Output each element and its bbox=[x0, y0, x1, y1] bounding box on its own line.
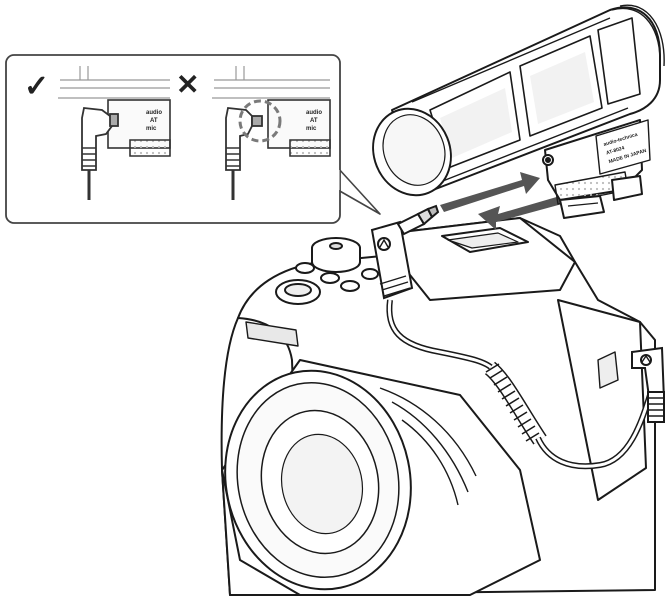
svg-text:AT: AT bbox=[310, 118, 318, 124]
svg-text:AT: AT bbox=[150, 118, 158, 124]
check-icon: ✓ bbox=[24, 70, 49, 103]
arrow-mount-on-shoe bbox=[478, 196, 562, 230]
cross-icon: ✕ bbox=[176, 69, 199, 100]
correct-example: ✓ audio AT mic bbox=[24, 66, 171, 200]
direction-arrows bbox=[440, 172, 562, 230]
gap-highlight-circle bbox=[238, 99, 282, 143]
camera-side-plug bbox=[631, 346, 666, 423]
camera-lens bbox=[221, 359, 541, 596]
svg-text:audio: audio bbox=[306, 110, 322, 116]
arrow-plug-into-mic bbox=[440, 172, 540, 212]
mic-side-plug bbox=[370, 204, 440, 300]
mic-model: AT-8024 bbox=[605, 145, 625, 156]
svg-text:mic: mic bbox=[306, 126, 317, 132]
connection-inset: ✓ audio AT mic ✕ bbox=[5, 54, 381, 224]
incorrect-example: ✕ audio AT mic bbox=[176, 66, 331, 200]
svg-text:mic: mic bbox=[146, 126, 157, 132]
callout-pointer bbox=[337, 167, 381, 215]
camera-illustration bbox=[220, 217, 656, 596]
correct-plug bbox=[81, 107, 119, 200]
mic-cable bbox=[386, 299, 653, 470]
coiled-cable bbox=[484, 361, 547, 445]
microphone bbox=[372, 4, 665, 219]
svg-text:audio: audio bbox=[146, 110, 162, 116]
